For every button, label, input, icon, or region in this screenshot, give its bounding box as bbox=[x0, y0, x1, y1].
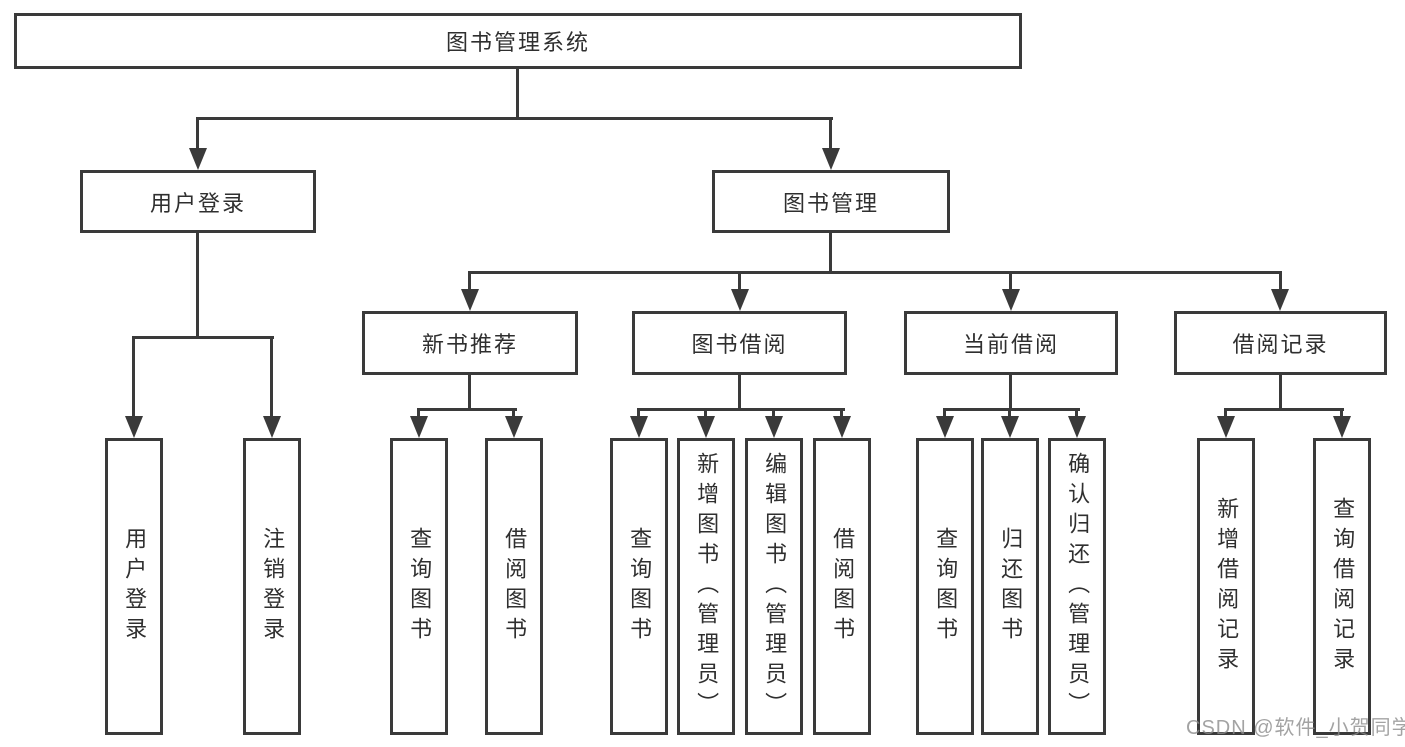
arrow-down-icon bbox=[1217, 416, 1235, 438]
arrow-down-icon bbox=[1068, 416, 1086, 438]
node-book-management-label: 图书管理 bbox=[782, 190, 879, 216]
arrow-down-icon bbox=[263, 416, 281, 438]
node-add-borrow-record: 新增借阅记录 bbox=[1197, 438, 1255, 735]
connector-drop-borrowing-records bbox=[1279, 274, 1282, 292]
node-label: 注销登录 bbox=[260, 526, 286, 647]
node-edit-book-admin: 编辑图书（管理员） bbox=[745, 438, 803, 735]
connector-user-login-vline bbox=[196, 233, 199, 339]
arrow-down-icon bbox=[189, 148, 207, 170]
node-current-borrowing-label: 当前借阅 bbox=[962, 332, 1059, 357]
node-label: 查询图书 bbox=[627, 526, 653, 647]
connector-user-login-hbar bbox=[132, 336, 274, 339]
node-label: 新增借阅记录 bbox=[1214, 496, 1240, 677]
node-label: 用户登录 bbox=[122, 526, 148, 647]
node-user-login: 用户登录 bbox=[80, 170, 316, 233]
node-label: 查询图书 bbox=[933, 526, 959, 647]
node-query-borrow-record: 查询借阅记录 bbox=[1313, 438, 1371, 735]
node-label: 确认归还（管理员） bbox=[1065, 451, 1091, 722]
connector-root-hbar bbox=[196, 117, 833, 120]
node-label: 查询借阅记录 bbox=[1330, 496, 1356, 677]
arrow-down-icon bbox=[630, 416, 648, 438]
arrow-down-icon bbox=[125, 416, 143, 438]
node-library-system: 图书管理系统 bbox=[14, 13, 1022, 69]
arrow-down-icon bbox=[731, 289, 749, 311]
node-library-system-label: 图书管理系统 bbox=[445, 30, 590, 55]
node-borrowing-records-label: 借阅记录 bbox=[1232, 332, 1329, 357]
connector-new-book-hbar bbox=[417, 408, 517, 411]
arrow-down-icon bbox=[1271, 289, 1289, 311]
connector-book-borrowing-hbar bbox=[637, 408, 845, 411]
arrow-down-icon bbox=[822, 148, 840, 170]
connector-current-borrowing-vline bbox=[1009, 375, 1012, 408]
connector-book-management-hbar bbox=[468, 271, 1282, 274]
arrow-down-icon bbox=[833, 416, 851, 438]
connector-drop-book-borrowing bbox=[738, 274, 741, 292]
connector-drop-book-management bbox=[829, 120, 832, 152]
node-borrow-books-borrowing: 借阅图书 bbox=[813, 438, 871, 735]
node-borrow-books-recommend: 借阅图书 bbox=[485, 438, 543, 735]
node-label: 编辑图书（管理员） bbox=[762, 451, 788, 722]
node-add-book-admin: 新增图书（管理员） bbox=[677, 438, 735, 735]
connector-borrowing-records-hbar bbox=[1224, 408, 1344, 411]
connector-book-management-vline bbox=[829, 233, 832, 274]
connector-new-book-vline bbox=[468, 375, 471, 408]
node-return-book: 归还图书 bbox=[981, 438, 1039, 735]
node-confirm-return-admin: 确认归还（管理员） bbox=[1048, 438, 1106, 735]
node-new-book-recommend-label: 新书推荐 bbox=[421, 332, 518, 357]
node-query-books-current: 查询图书 bbox=[916, 438, 974, 735]
node-book-management: 图书管理 bbox=[712, 170, 950, 233]
connector-root-vline bbox=[516, 69, 519, 120]
node-query-books-borrowing: 查询图书 bbox=[610, 438, 668, 735]
connector-drop-user-login-action bbox=[132, 339, 135, 420]
arrow-down-icon bbox=[410, 416, 428, 438]
node-query-books-recommend: 查询图书 bbox=[390, 438, 448, 735]
node-logout: 注销登录 bbox=[243, 438, 301, 735]
node-user-login-label: 用户登录 bbox=[149, 190, 246, 216]
connector-drop-user-login bbox=[196, 120, 199, 152]
arrow-down-icon bbox=[936, 416, 954, 438]
node-current-borrowing: 当前借阅 bbox=[904, 311, 1118, 375]
arrow-down-icon bbox=[1001, 416, 1019, 438]
arrow-down-icon bbox=[697, 416, 715, 438]
csdn-watermark: CSDN @软件_小贺同学 bbox=[1186, 717, 1405, 739]
arrow-down-icon bbox=[1002, 289, 1020, 311]
node-new-book-recommend: 新书推荐 bbox=[362, 311, 578, 375]
connector-drop-new-book bbox=[468, 274, 471, 292]
connector-current-borrowing-hbar bbox=[943, 408, 1080, 411]
node-book-borrowing: 图书借阅 bbox=[632, 311, 847, 375]
connector-book-borrowing-vline bbox=[738, 375, 741, 408]
node-label: 借阅图书 bbox=[502, 526, 528, 647]
arrow-down-icon bbox=[461, 289, 479, 311]
node-label: 借阅图书 bbox=[830, 526, 856, 647]
connector-drop-current-borrowing bbox=[1009, 274, 1012, 292]
connector-borrowing-records-vline bbox=[1279, 375, 1282, 408]
connector-drop-logout bbox=[270, 339, 273, 420]
node-label: 查询图书 bbox=[407, 526, 433, 647]
node-label: 归还图书 bbox=[998, 526, 1024, 647]
node-book-borrowing-label: 图书借阅 bbox=[691, 332, 788, 357]
arrow-down-icon bbox=[505, 416, 523, 438]
node-user-login-action: 用户登录 bbox=[105, 438, 163, 735]
node-borrowing-records: 借阅记录 bbox=[1174, 311, 1387, 375]
node-label: 新增图书（管理员） bbox=[694, 451, 720, 722]
arrow-down-icon bbox=[765, 416, 783, 438]
arrow-down-icon bbox=[1333, 416, 1351, 438]
